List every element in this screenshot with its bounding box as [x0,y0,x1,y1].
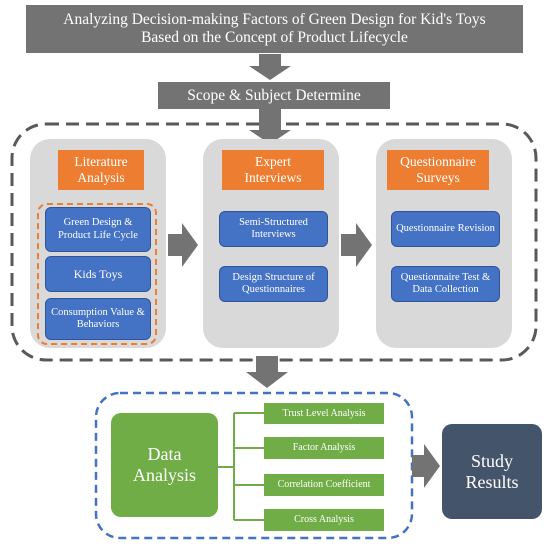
scope-box: Scope & Subject Determine [158,82,390,109]
arrow-col1-to-col2 [168,223,198,267]
literature-item-consumption: Consumption Value & Behaviors [45,298,151,340]
method-factor-analysis: Factor Analysis [264,437,384,459]
survey-item-revision: Questionnaire Revision [391,211,500,247]
survey-header: Questionnaire Surveys [387,150,489,190]
expert-item-design-structure: Design Structure of Questionnaires [219,266,328,302]
survey-item-test: Questionnaire Test & Data Collection [391,266,500,302]
literature-item-kids-toys: Kids Toys [45,256,151,292]
expert-item-interviews: Semi-Structured Interviews [219,211,328,247]
arrow-scope-to-frame [249,109,291,144]
method-trust-level: Trust Level Analysis [264,403,384,424]
arrow-col2-to-col3 [341,223,372,267]
literature-item-green-design: Green Design & Product Life Cycle [45,207,151,252]
study-title: Analyzing Decision-making Factors of Gre… [26,5,523,53]
data-analysis-box: Data Analysis [111,413,218,517]
literature-header: Literature Analysis [58,150,144,190]
arrow-frame-to-analysis [246,356,288,388]
method-cross-analysis: Cross Analysis [264,509,384,531]
arrow-to-results [412,444,440,488]
study-results-box: Study Results [442,424,542,519]
arrow-title-to-scope [249,54,291,80]
expert-header: Expert Interviews [222,150,324,190]
literature-items-frame [37,203,157,345]
bracket-connector [218,412,264,521]
method-correlation: Correlation Coefficient [264,474,384,496]
